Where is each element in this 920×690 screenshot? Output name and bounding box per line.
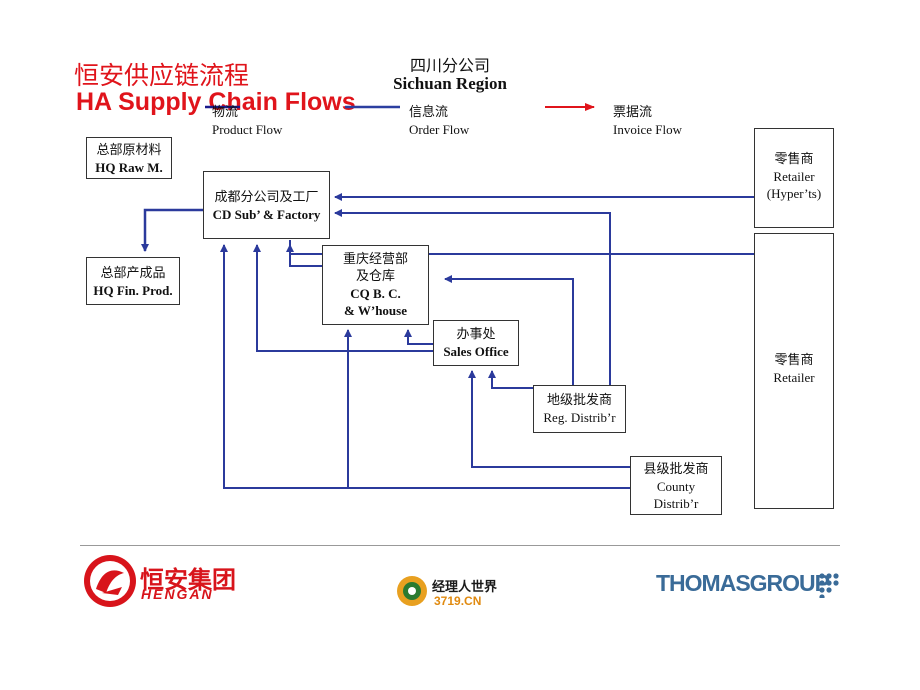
region-english: Sichuan Region [393, 74, 507, 93]
title-chinese: 恒安供应链流程 [74, 61, 250, 90]
thomasgroup-logo: THOMASGROUP [656, 570, 830, 596]
node-hq-fin: 总部产成品 HQ Fin. Prod. [86, 257, 180, 305]
node-sales-office: 办事处 Sales Office [433, 320, 519, 366]
flow-reg-to-sales [488, 370, 533, 389]
thomasgroup-dots-icon [819, 573, 839, 598]
hengan-logo-cn: 恒安集团 [140, 566, 236, 594]
node-hq-raw: 总部原材料 HQ Raw M. [86, 137, 172, 179]
node-retailer-hyper: 零售商 Retailer (Hyper’ts) [754, 128, 834, 228]
node-cq-warehouse: 重庆经营部 及仓库 CQ B. C. & W’house [322, 245, 429, 325]
hengan-logo-icon [84, 555, 136, 607]
flow-sales-to-cd [253, 244, 433, 352]
region-chinese: 四川分公司 [409, 56, 490, 75]
jingli-logo-cn: 经理人世界 [432, 580, 498, 595]
jingli-logo-icon [397, 576, 427, 606]
hengan-logo-en: HENGAN [141, 586, 214, 602]
node-cd-factory: 成都分公司及工厂 CD Sub’ & Factory [203, 171, 330, 239]
jingli-logo-domain: 3719.CN [434, 594, 482, 608]
title-english: HA Supply Chain Flows [76, 88, 356, 116]
flow-county-to-cd [220, 244, 630, 489]
flow-sales-to-cq [404, 329, 433, 345]
node-retailer: 零售商 Retailer [754, 233, 834, 509]
node-reg-distributor: 地级批发商 Reg. Distrib’r [533, 385, 626, 433]
flow-reg-to-cq [444, 275, 574, 388]
node-county-distributor: 县级批发商 County Distrib’r [630, 456, 722, 515]
flow-county-to-sales [468, 370, 630, 468]
flow-cq-to-cd [286, 244, 322, 267]
footer-divider [80, 545, 840, 546]
